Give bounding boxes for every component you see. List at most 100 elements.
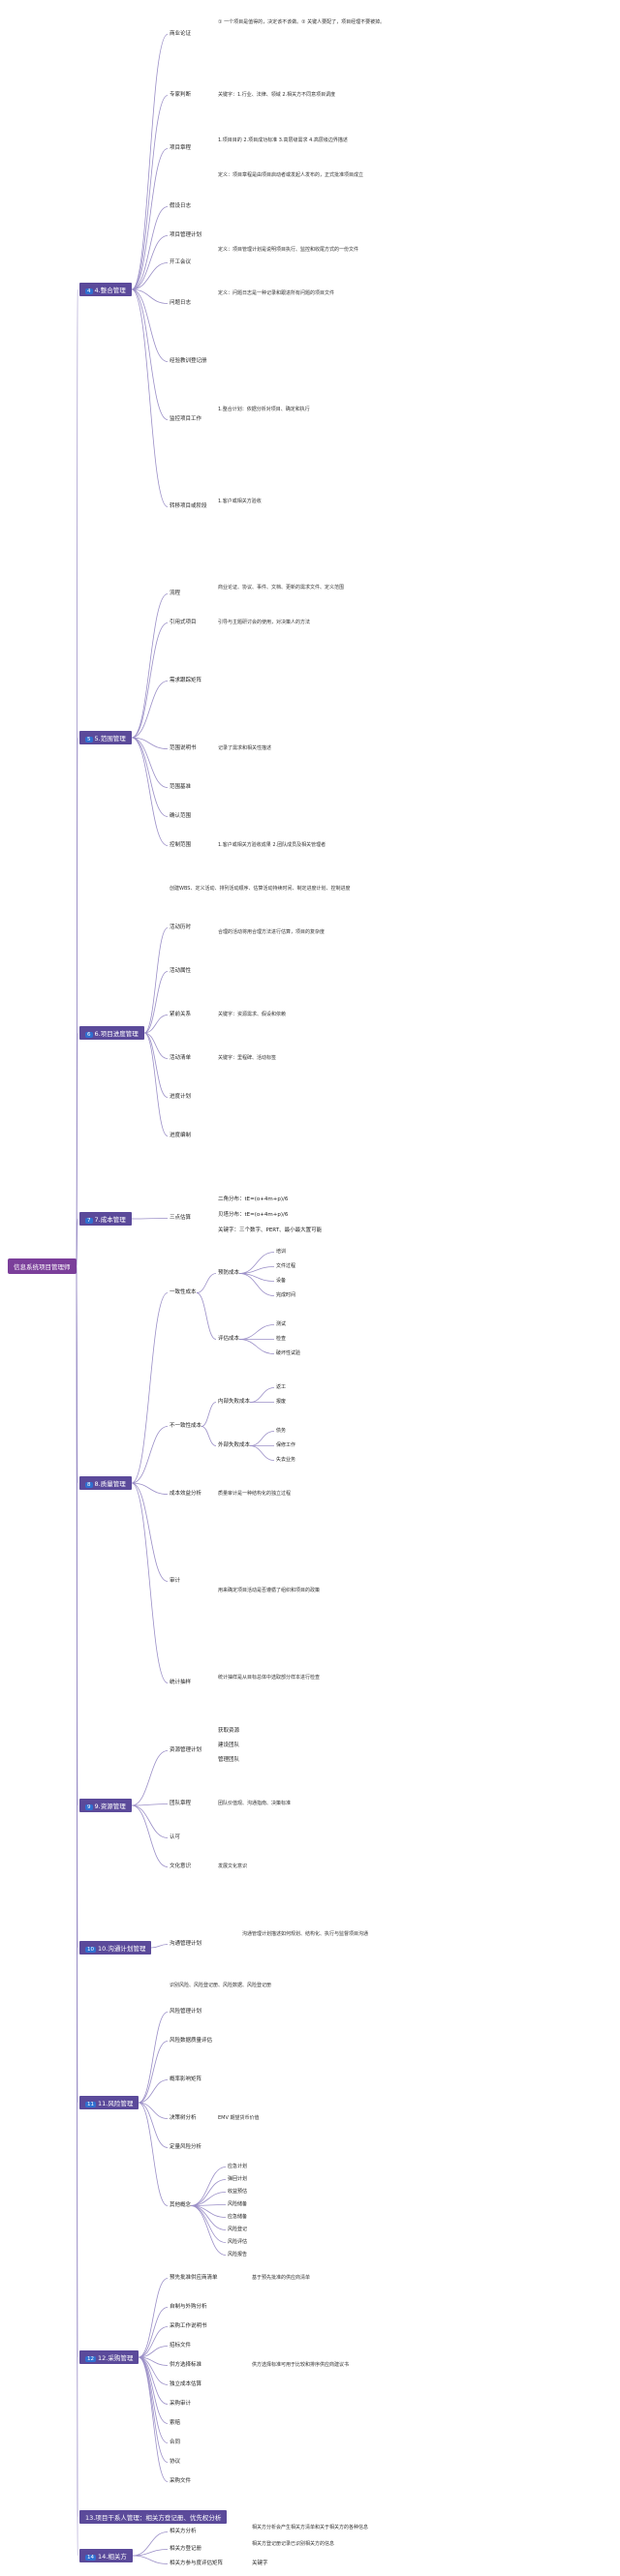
- integ-item-2[interactable]: 项目章程: [170, 145, 192, 151]
- proc-item-2[interactable]: 采购工作说明书: [170, 2323, 207, 2329]
- qual-sub-0-connector-3: [238, 1273, 275, 1296]
- qual-item-0[interactable]: 一致性成本: [170, 1289, 197, 1295]
- qual-sub-3[interactable]: 外部失败成本: [218, 1442, 251, 1448]
- risk-item-6[interactable]: 其他概念: [170, 2202, 192, 2208]
- scope-item-1[interactable]: 引用式项目: [170, 620, 197, 625]
- integ-item-9[interactable]: 转移项目或阶段: [170, 503, 207, 509]
- chapter-6-label: 6.项目进度管理: [94, 1030, 139, 1038]
- qual-sub-1-connector-4: [238, 1324, 275, 1340]
- scope-item-3[interactable]: 范围说明书: [170, 745, 197, 751]
- risk-leaf-4: 应急储备: [228, 2214, 248, 2220]
- res-item-3[interactable]: 文化意识: [170, 1864, 192, 1869]
- chapter-9-connector-2: [131, 1804, 169, 1838]
- qual-item-1[interactable]: 不一致性成本: [170, 1423, 202, 1429]
- qual-sub-0[interactable]: 预防成本: [218, 1270, 240, 1276]
- rel-note-2: 关键字: [252, 2561, 268, 2566]
- integ-item-8[interactable]: 监控项目工作: [170, 416, 202, 422]
- risk-item-3[interactable]: 概率影响矩阵: [170, 2076, 202, 2082]
- integ-item-7[interactable]: 经验教训登记册: [170, 358, 207, 364]
- sched-item-0[interactable]: 活动历时: [170, 924, 192, 930]
- chapter-10-label: 10.沟通计划管理: [98, 1945, 146, 1953]
- root-connector-10: [76, 1265, 78, 2557]
- sched-item-2[interactable]: 紧前关系: [170, 1012, 192, 1017]
- proc-item-8[interactable]: 合同: [170, 2440, 181, 2445]
- sched-item-3[interactable]: 活动清单: [170, 1055, 192, 1061]
- res-note-0: 获取资源: [218, 1728, 240, 1734]
- scope-item-5[interactable]: 确认范围: [170, 813, 192, 819]
- risk-leaf-5: 风险登记: [228, 2227, 248, 2232]
- chapter-4-label: 4.整合管理: [94, 287, 126, 294]
- proc-item-1[interactable]: 自制与外购分析: [170, 2304, 207, 2310]
- integ-item-3[interactable]: 假设日志: [170, 203, 192, 209]
- integ-item-4[interactable]: 项目管理计划: [170, 232, 202, 238]
- qual-leaf-10: 保修工作: [276, 1442, 296, 1448]
- scope-note-0: 商业论证、协议、事件、文档、更新的需求文件、定义范围: [218, 585, 345, 591]
- integ-note-2: 1.项目目的 2.项目成功标准 3.高层级需求 4.高层级边界描述: [218, 137, 348, 143]
- sched-item-4[interactable]: 进度计划: [170, 1094, 192, 1100]
- risk-leaf-7: 风险报告: [228, 2252, 248, 2258]
- rel-item-1[interactable]: 相关方登记册: [170, 2546, 202, 2552]
- risk-item-5[interactable]: 定量风险分析: [170, 2144, 202, 2150]
- proc-item-4[interactable]: 供方选择标准: [170, 2362, 202, 2368]
- proc-item-6[interactable]: 采购审计: [170, 2401, 192, 2407]
- chapter-10-badge: 10: [85, 1947, 96, 1953]
- qual-item-3[interactable]: 审计: [170, 1578, 181, 1584]
- chapter-12-connector-3: [138, 2346, 169, 2358]
- scope-item-6[interactable]: 控制范围: [170, 842, 192, 848]
- proc-item-5[interactable]: 独立成本估算: [170, 2381, 202, 2387]
- chapter-4-connector-6: [131, 288, 169, 304]
- chapter-6-connector-0: [143, 927, 169, 1034]
- qual-sub-3-connector-11: [249, 1445, 275, 1461]
- qual-sub-2[interactable]: 内部失败成本: [218, 1399, 251, 1405]
- chapter-4-connector-8: [131, 288, 169, 420]
- res-item-2[interactable]: 认可: [170, 1834, 181, 1840]
- integ-item-6[interactable]: 问题日志: [170, 300, 192, 306]
- rel-item-0[interactable]: 相关方分析: [170, 2529, 197, 2534]
- scope-item-4[interactable]: 范围基准: [170, 784, 192, 790]
- qual-item-4[interactable]: 统计抽样: [170, 1680, 192, 1685]
- sched-item-5[interactable]: 进度编制: [170, 1133, 192, 1138]
- integ-item-5[interactable]: 开工会议: [170, 259, 192, 265]
- res-item-1[interactable]: 团队章程: [170, 1801, 192, 1806]
- risk-item-4[interactable]: 决策树分析: [170, 2115, 197, 2121]
- comm-item-0[interactable]: 沟通管理计划: [170, 1941, 202, 1947]
- qual-item-0-connector-1: [196, 1292, 217, 1340]
- proc-item-9[interactable]: 协议: [170, 2459, 181, 2465]
- chapter-6-connector-2: [143, 1015, 169, 1034]
- proc-item-7[interactable]: 索赔: [170, 2420, 181, 2426]
- integ-item-0[interactable]: 商业论证: [170, 31, 192, 37]
- sched-note-0: 创建WBS、定义活动、排列活动顺序、估算活动持续时间、制定进度计划、控制进度: [170, 886, 351, 892]
- root-node[interactable]: 信息系统项目管理师: [8, 1258, 77, 1274]
- risk-item-1[interactable]: 风险管理计划: [170, 2009, 202, 2015]
- proc-item-0[interactable]: 预先批准供应商清单: [170, 2275, 218, 2281]
- scope-item-0[interactable]: 流程: [170, 591, 181, 596]
- risk-note-0: 识别风险、风险登记册、风险数据、风险登记册: [170, 1983, 272, 1988]
- sched-item-1[interactable]: 活动属性: [170, 968, 192, 974]
- qual-sub-1[interactable]: 评估成本: [218, 1336, 240, 1342]
- cost-item-0[interactable]: 三点估算: [170, 1215, 192, 1221]
- integ-item-1[interactable]: 专家判断: [170, 92, 192, 98]
- qual-item-2[interactable]: 成本效益分析: [170, 1491, 202, 1497]
- root-label: 信息系统项目管理师: [14, 1263, 71, 1271]
- risk-item-2[interactable]: 风险数据质量评估: [170, 2038, 213, 2044]
- chapter-9-label: 9.资源管理: [94, 1803, 126, 1810]
- chapter-13-banner[interactable]: 13.项目干系人管理：相关方登记册、优先权分析: [79, 2510, 228, 2524]
- res-item-0[interactable]: 资源管理计划: [170, 1747, 202, 1753]
- chapter-12-connector-0: [138, 2278, 169, 2358]
- proc-item-3[interactable]: 招标文件: [170, 2343, 192, 2349]
- chapter-8-connector-4: [131, 1482, 169, 1683]
- rel-item-2[interactable]: 相关方参与度评估矩阵: [170, 2561, 224, 2566]
- proc-item-10[interactable]: 采购文件: [170, 2478, 192, 2484]
- scope-item-2[interactable]: 需求跟踪矩阵: [170, 678, 202, 683]
- integ-note-6: 1.整合计划：依据分析对项目、确定和执行: [218, 407, 310, 412]
